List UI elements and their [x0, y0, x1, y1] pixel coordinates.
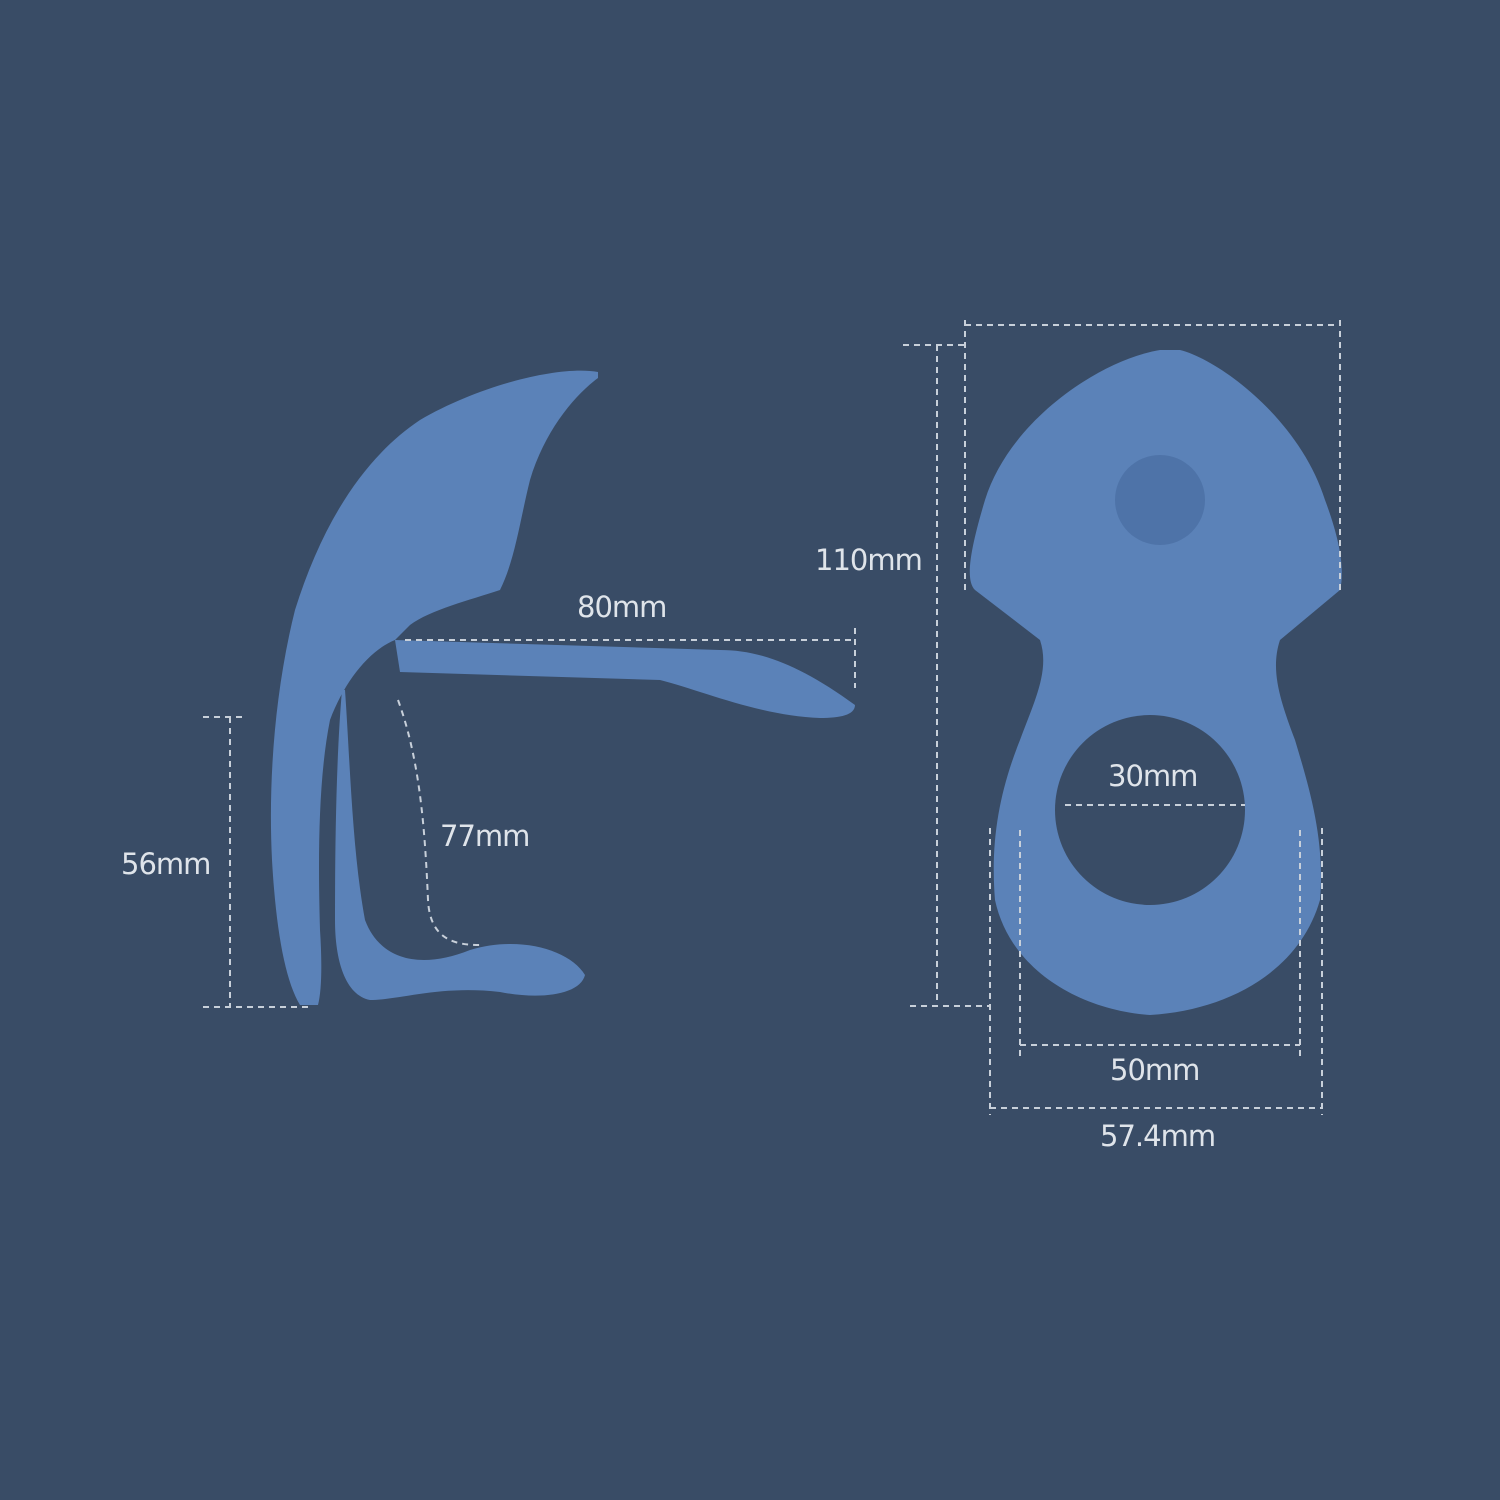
leg-curve-label: 77mm: [440, 819, 530, 853]
total-width-label: 57.4mm: [1100, 1119, 1216, 1153]
dimension-lines: [203, 320, 1341, 1115]
stem-length-label: 80mm: [577, 590, 667, 624]
front-view-product: [969, 350, 1342, 1015]
ring-height-label: 56mm: [121, 847, 211, 881]
inner-ring-label: 30mm: [1108, 759, 1198, 793]
total-height-label: 110mm: [815, 543, 923, 577]
outer-ring-label: 50mm: [1110, 1053, 1200, 1087]
side-view-product: [270, 370, 855, 1005]
